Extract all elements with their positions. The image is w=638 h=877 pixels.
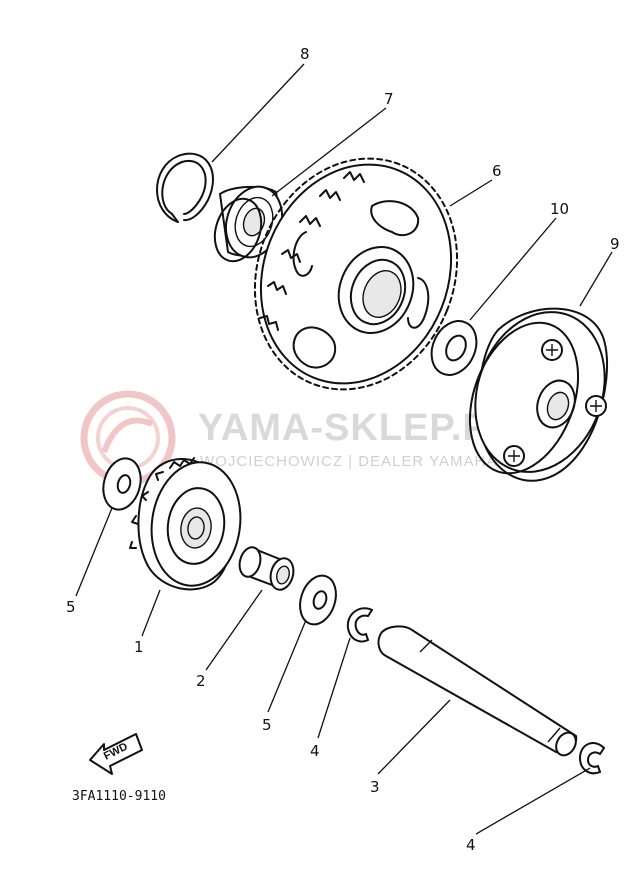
diagram-code: 3FA1110-9110 [72,789,166,804]
callout-9: 9 [610,235,620,253]
part-6-wheel-gear [253,157,459,391]
callout-3: 3 [370,778,380,796]
callout-7: 7 [384,90,394,108]
clutch-bolt-icon [541,339,563,361]
part-5-washer-lower [299,574,337,626]
callout-2: 2 [196,672,206,690]
callout-4-upper: 4 [310,742,320,760]
callout-4-lower: 4 [466,836,476,854]
part-4-clip-upper [346,607,373,643]
watermark-subtitle: WOJCIECHOWICZ | DEALER YAMAHA [200,453,497,470]
part-8-circlip [156,152,214,223]
part-4-clip-lower [579,742,605,775]
leader-lines [75,63,613,835]
callout-6: 6 [492,162,502,180]
part-1-idler-gear [129,457,242,591]
fwd-arrow-icon [89,733,143,775]
callout-5-lower: 5 [262,716,272,734]
watermark-brand: YAMA-SKLEP.PL [198,407,513,449]
watermark: YAMA-SKLEP.PL WOJCIECHOWICZ | DEALER YAM… [80,390,513,486]
part-7-bearing [213,185,285,263]
fwd-arrow: FWD [89,733,143,775]
clutch-bolt-icon [585,395,607,417]
callout-1: 1 [134,638,144,656]
part-3-shaft [377,625,578,757]
part-10-washer [430,320,478,376]
callout-5-upper: 5 [66,598,76,616]
callout-8: 8 [300,45,310,63]
part-9-starter-clutch [468,307,608,482]
callout-10: 10 [550,200,569,218]
part-5-washer-upper [102,457,142,511]
part-2-bushing [238,546,295,591]
callout-numbers: 8 7 6 10 9 5 1 2 5 4 3 4 [66,45,620,854]
clutch-bolt-icon [503,445,525,467]
